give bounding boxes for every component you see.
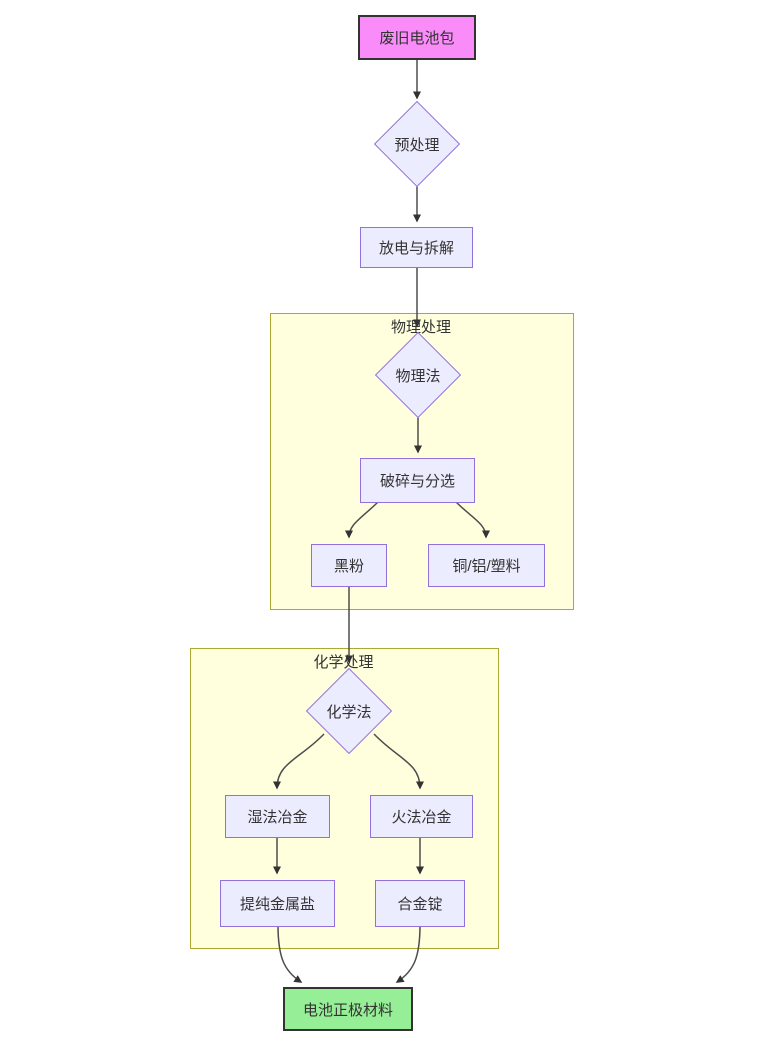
- node-pyrometallurgy: 火法冶金: [370, 795, 473, 838]
- node-label: 铜/铝/塑料: [452, 558, 521, 575]
- node-alloy-ingot: 合金锭: [375, 880, 465, 927]
- edge-chemmethod-to-pyro: [373, 733, 424, 790]
- node-label: 电池正极材料: [302, 1001, 393, 1019]
- decision-pre-treatment: 预处理: [373, 100, 461, 188]
- edge-chemmethod-to-hydro: [273, 733, 325, 790]
- node-label: 火法冶金: [391, 809, 452, 826]
- node-label: 提纯金属盐: [239, 896, 315, 913]
- edge-crush-to-cualplast: [454, 500, 490, 539]
- node-hydrometallurgy: 湿法冶金: [225, 795, 330, 838]
- node-battery-cathode-material: 电池正极材料: [283, 987, 413, 1031]
- node-crush-sort: 破碎与分选: [360, 458, 475, 503]
- node-label: 预处理: [394, 136, 440, 154]
- subgraph-label-chemical: 化学处理: [313, 654, 374, 671]
- edge-alloy-to-cathode: [395, 924, 421, 983]
- node-waste-battery-pack: 废旧电池包: [358, 15, 476, 60]
- decision-chemical-method: 化学法: [305, 667, 393, 755]
- node-discharge-disassembly: 放电与拆解: [360, 227, 473, 268]
- edge-metalsalt-to-cathode: [277, 924, 303, 983]
- node-label: 化学法: [326, 703, 372, 721]
- node-label: 放电与拆解: [378, 240, 454, 257]
- node-label: 合金锭: [397, 896, 443, 913]
- node-label: 物理法: [395, 367, 441, 385]
- node-label: 湿法冶金: [247, 809, 308, 826]
- node-label: 黑粉: [333, 558, 364, 575]
- node-copper-aluminum-plastic: 铜/铝/塑料: [428, 544, 545, 587]
- node-label: 废旧电池包: [379, 30, 455, 47]
- node-black-mass: 黑粉: [311, 544, 387, 587]
- decision-physical-method: 物理法: [374, 331, 462, 419]
- subgraph-label-physical: 物理处理: [390, 319, 451, 336]
- node-label: 破碎与分选: [379, 473, 455, 490]
- node-purified-metal-salt: 提纯金属盐: [220, 880, 335, 927]
- edge-crush-to-blackmass: [345, 500, 380, 539]
